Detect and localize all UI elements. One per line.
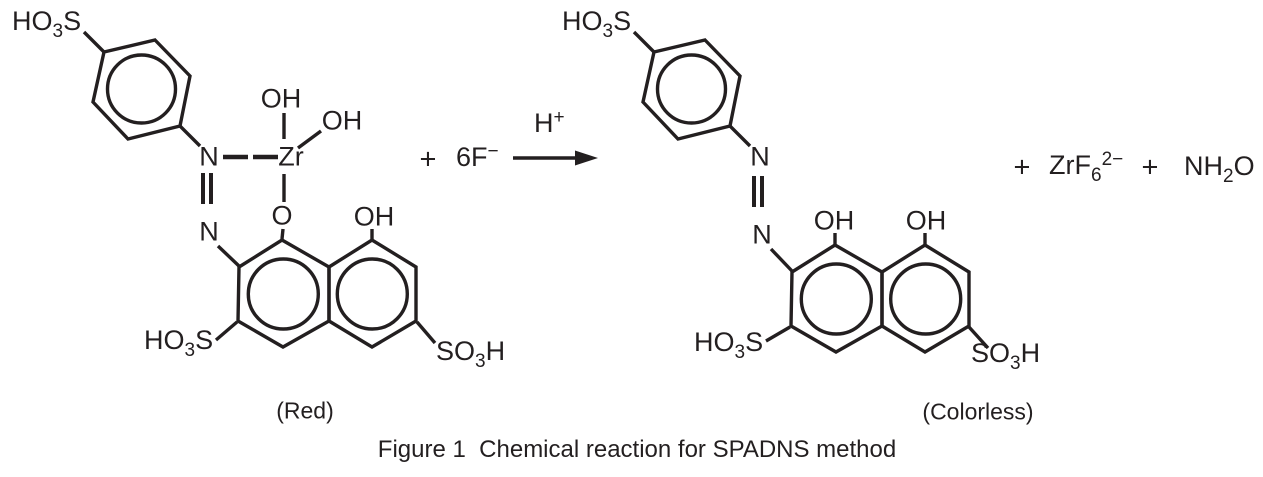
- zirconium-fluoride-formula: ZrF62−: [1049, 149, 1124, 186]
- right-benzene-ring: [641, 38, 742, 141]
- right-n-naphthalene-bond: [769, 247, 794, 273]
- left-azo-n-upper-label: N: [199, 141, 219, 172]
- colorless-state-label: (Colorless): [922, 398, 1034, 425]
- right-azo-double-bond: [752, 176, 764, 207]
- left-sulfo-br-bond: [415, 320, 437, 345]
- byproduct-plus-sign-2: +: [1141, 151, 1159, 184]
- left-hydroxyl-side-label: OH: [321, 105, 363, 136]
- reaction-arrow: [513, 150, 598, 166]
- right-azo-n-upper-label: N: [750, 141, 770, 172]
- fluoride-formula: 6F−: [456, 141, 499, 172]
- left-azo-n-lower-label: N: [199, 216, 219, 247]
- left-sulfo-top-bond: [82, 30, 106, 54]
- left-naphthalene: [236, 237, 418, 349]
- left-o-ring-bond: [280, 228, 285, 240]
- right-sulfo-top-bond: [632, 30, 656, 54]
- right-hydroxyl-right-label: OH: [905, 205, 947, 236]
- right-sulfo-bottom-left-label: HO3S: [694, 327, 764, 363]
- right-sulfo-br-bond: [967, 325, 990, 350]
- left-sulfo-top-label: HO3S: [12, 6, 82, 42]
- left-ring-to-n-bond: [178, 124, 202, 148]
- left-bridge-oxygen-label: O: [271, 200, 293, 231]
- left-n-naphthalene-bond: [216, 244, 241, 268]
- byproduct-plus-sign-1: +: [1013, 151, 1031, 184]
- right-hydroxyl-left-label: OH: [813, 205, 855, 236]
- figure-caption: Figure 1 Chemical reaction for SPADNS me…: [377, 436, 897, 463]
- right-sulfo-bottom-right-label: SO3H: [971, 338, 1041, 374]
- nh2o-formula: NH2O: [1184, 151, 1255, 187]
- reactant-plus-sign: +: [419, 143, 437, 176]
- left-azo-double-bond: [201, 173, 213, 204]
- left-sulfo-bottom-right-label: SO3H: [436, 336, 506, 372]
- left-sulfo-bl-bond: [214, 320, 239, 342]
- left-hydroxyl-top-label: OH: [260, 83, 302, 114]
- right-sulfo-bl-bond: [765, 325, 791, 343]
- left-benzene-ring: [91, 38, 192, 141]
- left-zirconium-label: Zr: [278, 141, 304, 172]
- left-naphthol-oh-label: OH: [353, 201, 395, 232]
- arrow-condition-h-plus: H+: [534, 107, 565, 138]
- red-state-label: (Red): [276, 397, 334, 424]
- right-ring-to-n-bond: [728, 124, 752, 148]
- left-zr-oh-side-bond: [296, 129, 323, 150]
- left-sulfo-bottom-left-label: HO3S: [144, 325, 214, 361]
- right-sulfo-top-label: HO3S: [562, 6, 632, 42]
- right-naphthalene: [789, 242, 971, 354]
- right-azo-n-lower-label: N: [752, 219, 772, 250]
